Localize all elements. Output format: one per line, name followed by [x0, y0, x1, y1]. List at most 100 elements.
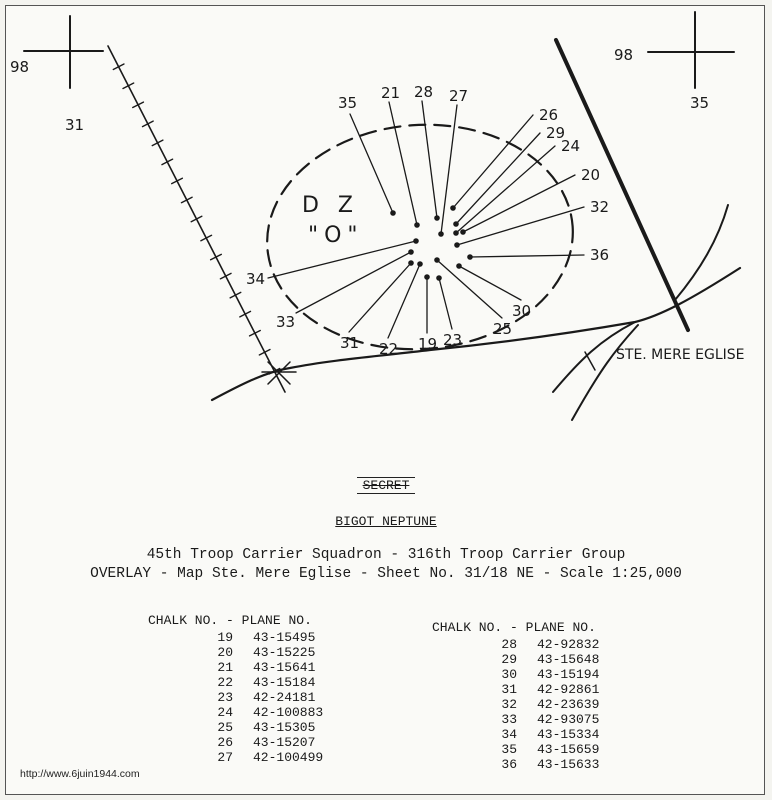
- chalk-label-32: 32: [590, 198, 609, 216]
- plane-number-cell: 43-15648: [537, 652, 600, 667]
- drop-point-29: [453, 221, 459, 227]
- plane-number-cell: 43-15659: [537, 742, 600, 757]
- grid-label-left-bottom: 31: [65, 116, 84, 134]
- chalk-leader-lines: [267, 100, 585, 339]
- leader-line-23: [438, 277, 453, 330]
- grid-label-right-bottom: 35: [690, 94, 709, 112]
- leader-line-35: [349, 113, 394, 214]
- plane-number-cell: 42-100499: [253, 750, 324, 765]
- chalk-table-header: CHALK NO. - PLANE NO.: [432, 620, 599, 637]
- drop-zone-name: "O": [308, 223, 364, 248]
- drop-point-22: [417, 261, 423, 267]
- leader-line-25: [436, 259, 503, 319]
- leader-line-26: [452, 114, 534, 209]
- grid-label-right-top: 98: [614, 46, 633, 64]
- plane-number-cell: 43-15495: [253, 630, 316, 645]
- drop-point-34: [413, 238, 419, 244]
- railway-tick: [258, 348, 271, 356]
- leader-line-20: [462, 174, 576, 233]
- leader-line-22: [387, 263, 421, 339]
- drop-point-19: [424, 274, 430, 280]
- table-row: 24 42-100883: [148, 705, 323, 720]
- chalk-number-cell: 27: [217, 750, 233, 765]
- town-label: STE. MERE EGLISE: [616, 347, 745, 363]
- drop-point-32: [454, 242, 460, 248]
- plane-number-cell: 42-100883: [253, 705, 324, 720]
- railway-ticks: [112, 63, 281, 375]
- railway-tick: [219, 272, 232, 280]
- drop-point-31: [408, 260, 414, 266]
- chalk-number-cell: 24: [217, 705, 233, 720]
- overlay-line: OVERLAY - Map Ste. Mere Eglise - Sheet N…: [90, 566, 682, 582]
- chalk-label-31: 31: [340, 334, 359, 352]
- plane-number-cell: 43-15207: [253, 735, 316, 750]
- chalk-label-28: 28: [414, 83, 433, 101]
- chalk-number-cell: 23: [217, 690, 233, 705]
- leader-line-34: [267, 240, 417, 279]
- drop-point-24: [453, 230, 459, 236]
- drop-point-27: [438, 231, 444, 237]
- chalk-number-cell: 20: [217, 645, 233, 660]
- railway-tick: [229, 291, 242, 299]
- branch-road-3: [674, 204, 729, 301]
- grid-label-left-top: 98: [10, 58, 29, 76]
- plane-number-cell: 42-93075: [537, 712, 600, 727]
- table-row: 29 43-15648: [432, 652, 599, 667]
- chalk-label-33: 33: [276, 313, 295, 331]
- chalk-label-35: 35: [338, 94, 357, 112]
- chalk-label-30: 30: [512, 302, 531, 320]
- plane-number-cell: 43-15633: [537, 757, 600, 772]
- chalk-label-20: 20: [581, 166, 600, 184]
- drop-point-33: [408, 249, 414, 255]
- railway-tick: [151, 139, 164, 147]
- bigot-heading: BIGOT NEPTUNE: [335, 514, 437, 529]
- chalk-label-26: 26: [539, 106, 558, 124]
- document-page: [5, 5, 765, 795]
- lower-road: [210, 266, 742, 402]
- table-row: 36 43-15633: [432, 757, 599, 772]
- leader-line-27: [440, 104, 458, 235]
- leader-line-32: [456, 206, 585, 246]
- leader-line-24: [455, 145, 556, 234]
- leader-line-29: [455, 132, 541, 225]
- table-row: 20 43-15225: [148, 645, 323, 660]
- source-url: http://www.6juin1944.com: [20, 768, 140, 780]
- railway-tick: [112, 63, 125, 71]
- chalk-number-cell: 36: [501, 757, 517, 772]
- drop-point-23: [436, 275, 442, 281]
- leader-line-31: [348, 262, 412, 333]
- drop-zone-boundary: [266, 123, 574, 351]
- chalk-number-cell: 30: [501, 667, 517, 682]
- header-cell: CHALK NO. - PLANE NO.: [432, 620, 596, 635]
- plane-number-cell: 43-15225: [253, 645, 316, 660]
- chalk-number-cell: 29: [501, 652, 517, 667]
- drop-point-25: [434, 257, 440, 263]
- railway-tick: [161, 158, 174, 166]
- plane-number-cell: 42-92832: [537, 637, 600, 652]
- plane-number-cell: 42-24181: [253, 690, 316, 705]
- chalk-label-23: 23: [443, 331, 462, 349]
- table-row: 27 42-100499: [148, 750, 323, 765]
- chalk-table-header: CHALK NO. - PLANE NO.: [148, 613, 323, 630]
- chalk-label-36: 36: [590, 246, 609, 264]
- railway-tick: [180, 196, 193, 204]
- chalk-number-cell: 25: [217, 720, 233, 735]
- chalk-label-29: 29: [546, 124, 565, 142]
- railway-tick: [170, 177, 184, 185]
- plane-number-cell: 43-15334: [537, 727, 600, 742]
- drop-point-20: [460, 229, 466, 235]
- railway-tick: [132, 101, 145, 109]
- plane-number-cell: 43-15641: [253, 660, 316, 675]
- drop-point-28: [434, 215, 440, 221]
- chalk-label-24: 24: [561, 137, 580, 155]
- leader-line-28: [421, 100, 438, 219]
- railway-tick: [141, 120, 154, 128]
- chalk-label-34: 34: [246, 270, 265, 288]
